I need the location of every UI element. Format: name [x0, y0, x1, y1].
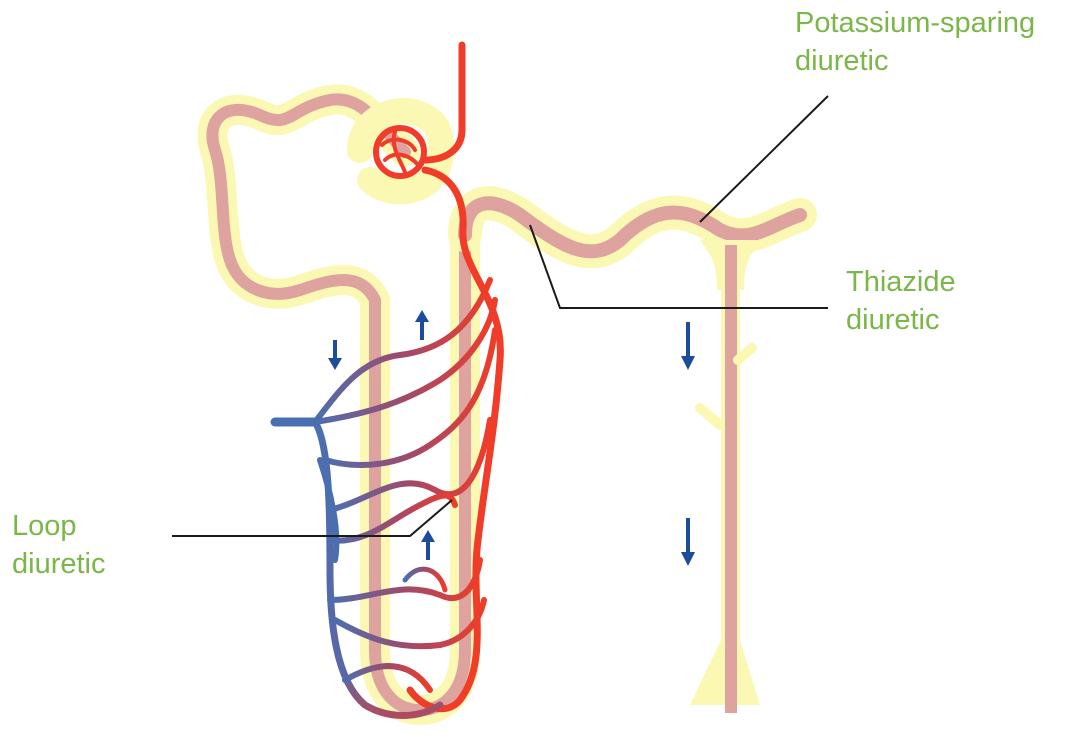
label-thiazide-line1: Thiazide: [846, 263, 956, 301]
label-loop-diuretic: Loop diuretic: [12, 507, 106, 583]
arrow-up-icon: [421, 530, 435, 560]
collecting-duct-branch-1: [738, 348, 752, 360]
label-thiazide-line2: diuretic: [846, 301, 956, 339]
label-loop-line1: Loop: [12, 507, 106, 545]
leader-line-loop: [172, 500, 452, 536]
arrow-down-icon: [681, 518, 695, 566]
arrow-up-icon: [415, 310, 429, 340]
label-potassium-line2: diuretic: [795, 42, 1035, 80]
arrow-down-icon: [681, 322, 695, 370]
tubule: [212, 99, 800, 713]
label-thiazide-diuretic: Thiazide diuretic: [846, 263, 956, 339]
arrow-down-icon: [328, 340, 342, 370]
label-potassium-sparing-diuretic: Potassium-sparing diuretic: [795, 4, 1035, 80]
collecting-duct-branch-2: [700, 408, 720, 425]
collecting-duct-lumen: [725, 245, 737, 713]
label-potassium-line1: Potassium-sparing: [795, 4, 1035, 42]
label-loop-line2: diuretic: [12, 545, 106, 583]
